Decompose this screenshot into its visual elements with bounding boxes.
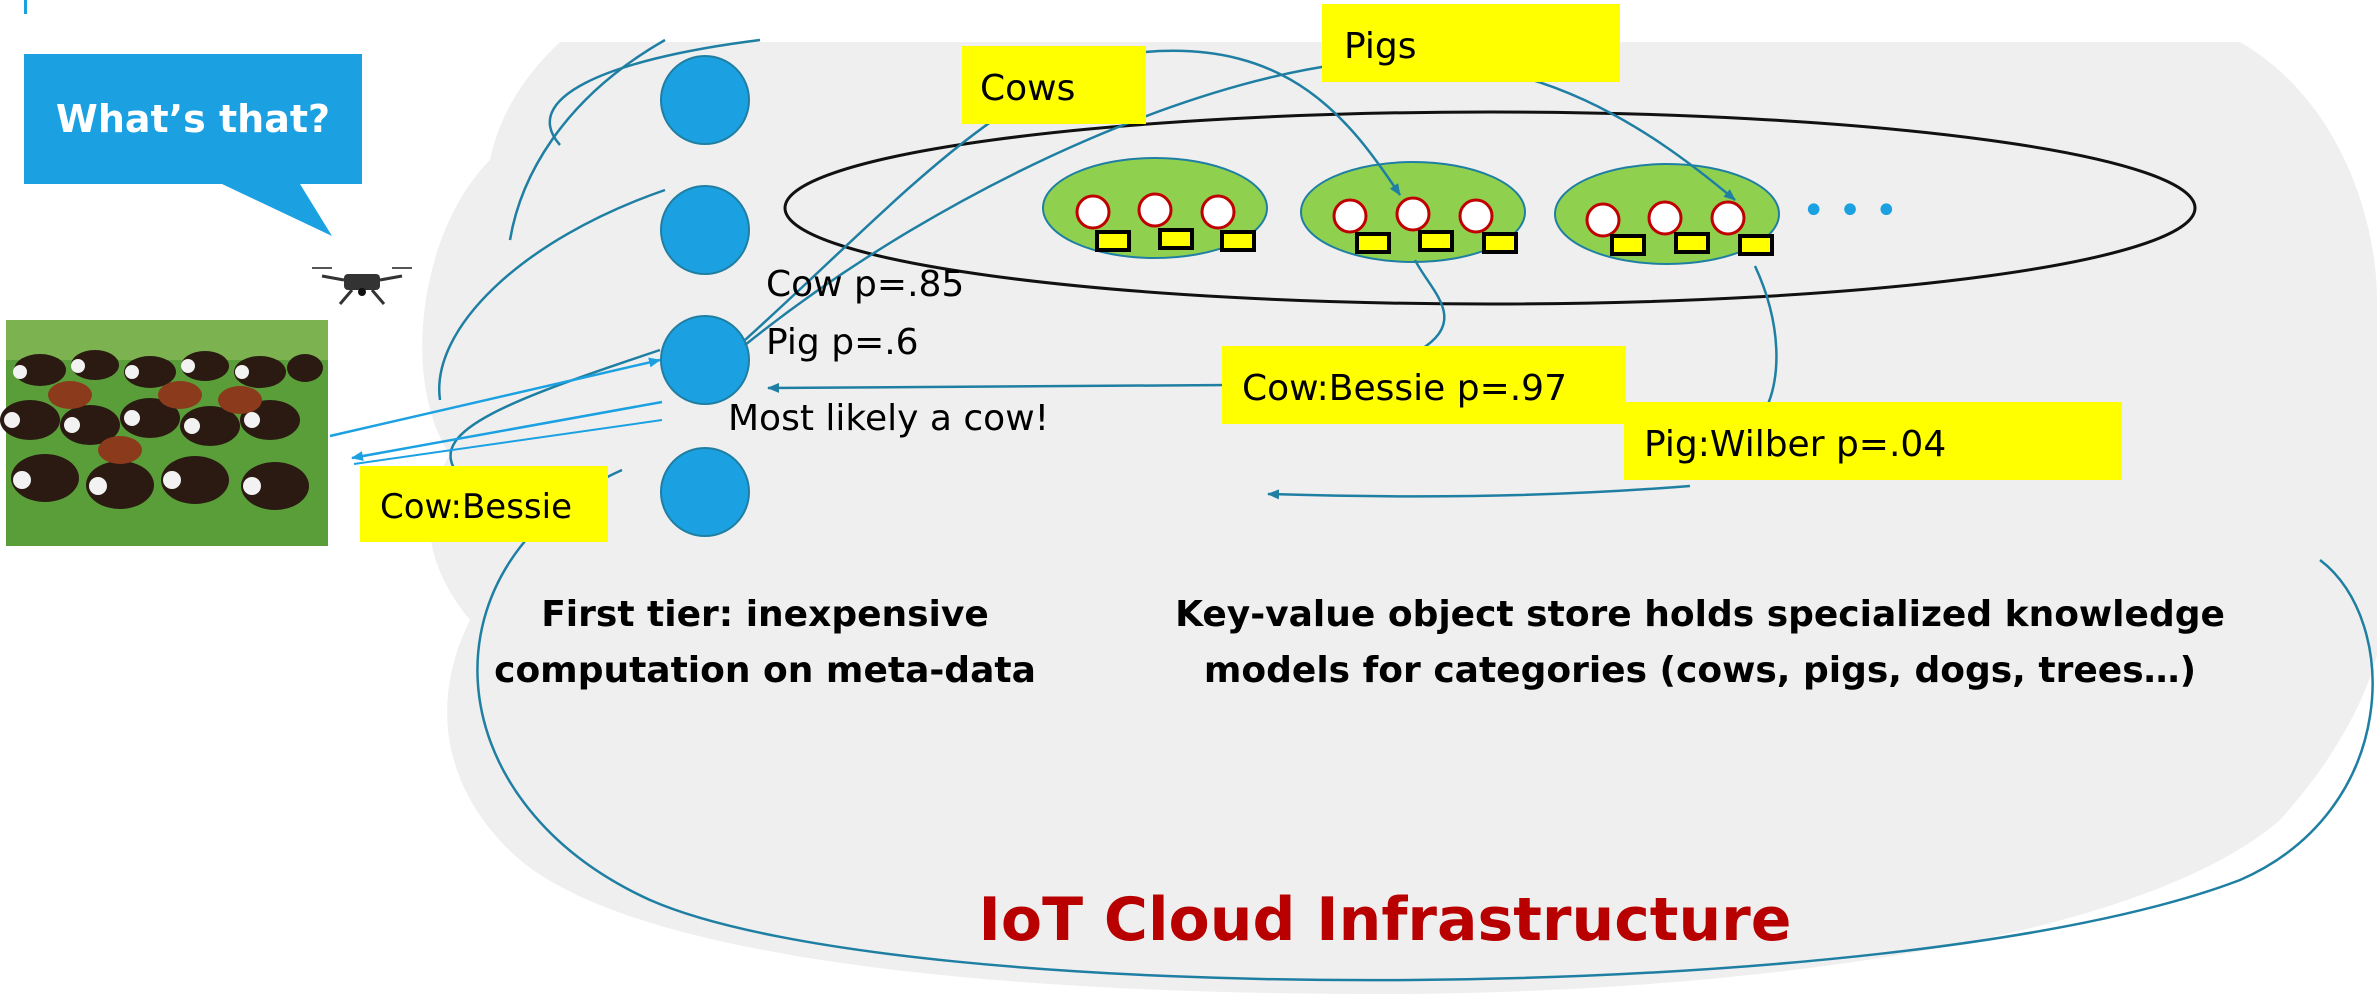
answer-label-bg xyxy=(360,466,608,542)
pig-result-arrow xyxy=(1267,484,1691,500)
tier-node-1 xyxy=(660,55,750,145)
cloud-inner-arc-4 xyxy=(449,348,661,471)
cloud-inner-arc-1 xyxy=(548,38,761,146)
answer-label: Cow:Bessie xyxy=(380,487,572,527)
most-likely-label: Most likely a cow! xyxy=(728,398,1049,439)
cow-probability-label: Cow p=.85 xyxy=(766,264,964,305)
first-tier-caption-line-1: First tier: inexpensive xyxy=(541,594,989,635)
object-store-ellipse xyxy=(783,110,2197,306)
pig-probability-label: Pig p=.6 xyxy=(766,322,919,363)
cloud-inner-arc-3 xyxy=(437,188,666,401)
cows-label: Cows xyxy=(980,68,1075,109)
speech-bubble-text: What’s that? xyxy=(56,97,330,141)
cloud-inner-arc-2 xyxy=(508,38,666,241)
shard-group-1 xyxy=(1042,157,1268,259)
tier-node-4 xyxy=(660,447,750,537)
first-tier-caption-line-2: computation on meta-data xyxy=(494,650,1036,691)
answer-arrow xyxy=(353,419,663,465)
more-shards-ellipsis: • • • xyxy=(1802,188,1898,234)
drone-icon xyxy=(312,267,412,305)
cow-result-arrow xyxy=(767,382,1231,393)
slide-accent-mark xyxy=(24,0,27,14)
pig-wilber-result-label: Pig:Wilber p=.04 xyxy=(1644,424,1946,465)
cow-result-link xyxy=(1413,259,1446,352)
cloud-shape xyxy=(422,42,2377,994)
diagram-title: IoT Cloud Infrastructure xyxy=(979,885,1792,955)
cloud-bottom-arc xyxy=(476,468,2374,982)
node-to-photo-arrow xyxy=(351,400,663,461)
cows-label-bg xyxy=(962,46,1146,124)
tier-node-3 xyxy=(660,315,750,405)
pig-wilber-result-bg xyxy=(1624,402,2122,480)
pigs-label: Pigs xyxy=(1344,26,1417,67)
tier-node-2 xyxy=(660,185,750,275)
photo-to-node-arrow xyxy=(329,357,661,438)
pigs-label-bg xyxy=(1322,4,1620,82)
store-caption-line-2: models for categories (cows, pigs, dogs,… xyxy=(1204,650,2196,691)
cattle-photo xyxy=(0,320,328,546)
shard-group-2 xyxy=(1300,161,1526,263)
cow-bessie-result-label: Cow:Bessie p=.97 xyxy=(1242,368,1567,409)
store-caption-line-1: Key-value object store holds specialized… xyxy=(1175,594,2225,635)
speech-bubble xyxy=(24,54,362,236)
cow-bessie-result-bg xyxy=(1222,346,1626,424)
shard-group-3 xyxy=(1554,163,1780,265)
